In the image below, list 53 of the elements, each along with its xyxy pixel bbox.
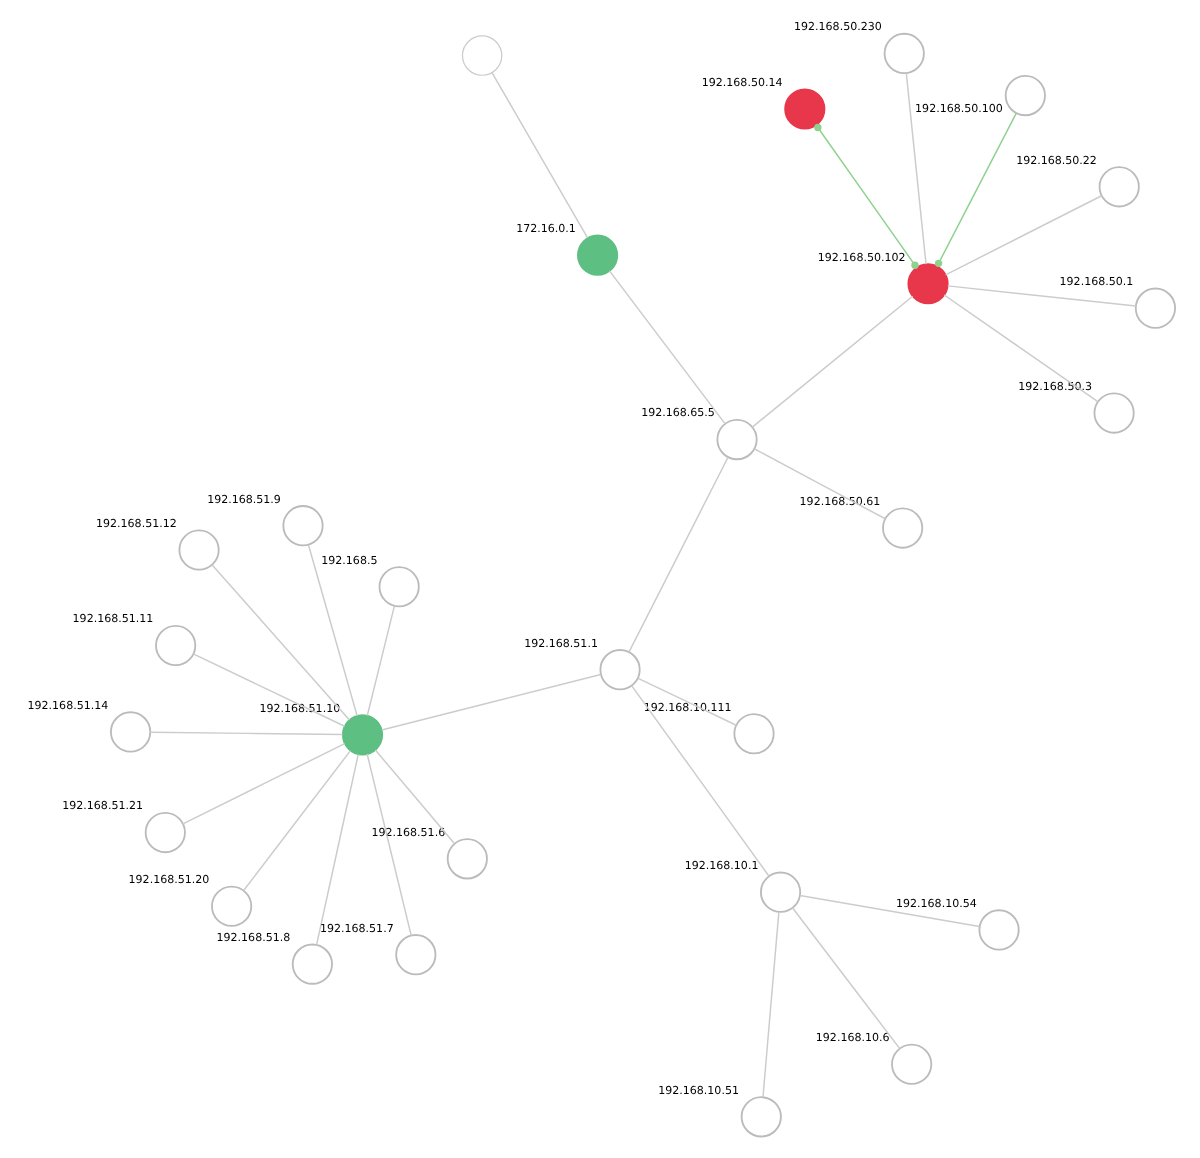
node-circle xyxy=(395,934,437,976)
node-circle xyxy=(291,943,333,985)
connector xyxy=(934,112,1017,267)
connector xyxy=(381,673,602,731)
node-circle xyxy=(891,1043,933,1085)
connector xyxy=(491,71,589,239)
node-circle xyxy=(1098,166,1140,208)
node-circle xyxy=(446,838,488,880)
connector xyxy=(307,544,358,717)
connector xyxy=(944,195,1103,276)
connector xyxy=(608,270,726,425)
connector xyxy=(753,448,886,520)
connector xyxy=(366,753,412,937)
node-circle xyxy=(1134,287,1176,329)
node-circle xyxy=(378,566,420,608)
node-circle xyxy=(110,711,152,753)
node-circle xyxy=(461,35,503,76)
connector xyxy=(182,742,346,825)
node-circle xyxy=(1093,392,1135,434)
node-circle xyxy=(883,32,925,74)
connector xyxy=(149,731,344,736)
connector xyxy=(374,749,456,845)
node-circle xyxy=(178,529,220,571)
node-circle xyxy=(211,885,253,927)
node-circle xyxy=(733,713,775,755)
connector xyxy=(905,72,927,265)
connector xyxy=(791,907,901,1050)
connector xyxy=(762,911,780,1098)
connector xyxy=(242,749,352,892)
connector xyxy=(814,123,919,269)
node-circle xyxy=(144,811,186,854)
node-circle xyxy=(882,507,924,549)
node-circle xyxy=(740,1096,782,1138)
connector xyxy=(943,294,1099,403)
node-circle xyxy=(577,234,619,276)
connector xyxy=(630,684,770,877)
node-circle xyxy=(155,624,197,667)
connector xyxy=(193,653,346,727)
connector xyxy=(211,564,351,721)
connector xyxy=(751,295,914,428)
connector xyxy=(366,605,396,717)
connector xyxy=(628,456,729,653)
node-circle xyxy=(716,419,758,461)
connector xyxy=(637,677,737,726)
node-circle xyxy=(282,505,324,547)
node-circle xyxy=(341,714,384,756)
node-circle xyxy=(599,649,641,691)
connector xyxy=(799,894,981,928)
connector xyxy=(315,753,359,946)
connector xyxy=(947,285,1137,307)
node-circle xyxy=(1004,75,1046,117)
node-circle xyxy=(978,909,1020,951)
node-circle xyxy=(760,871,802,913)
